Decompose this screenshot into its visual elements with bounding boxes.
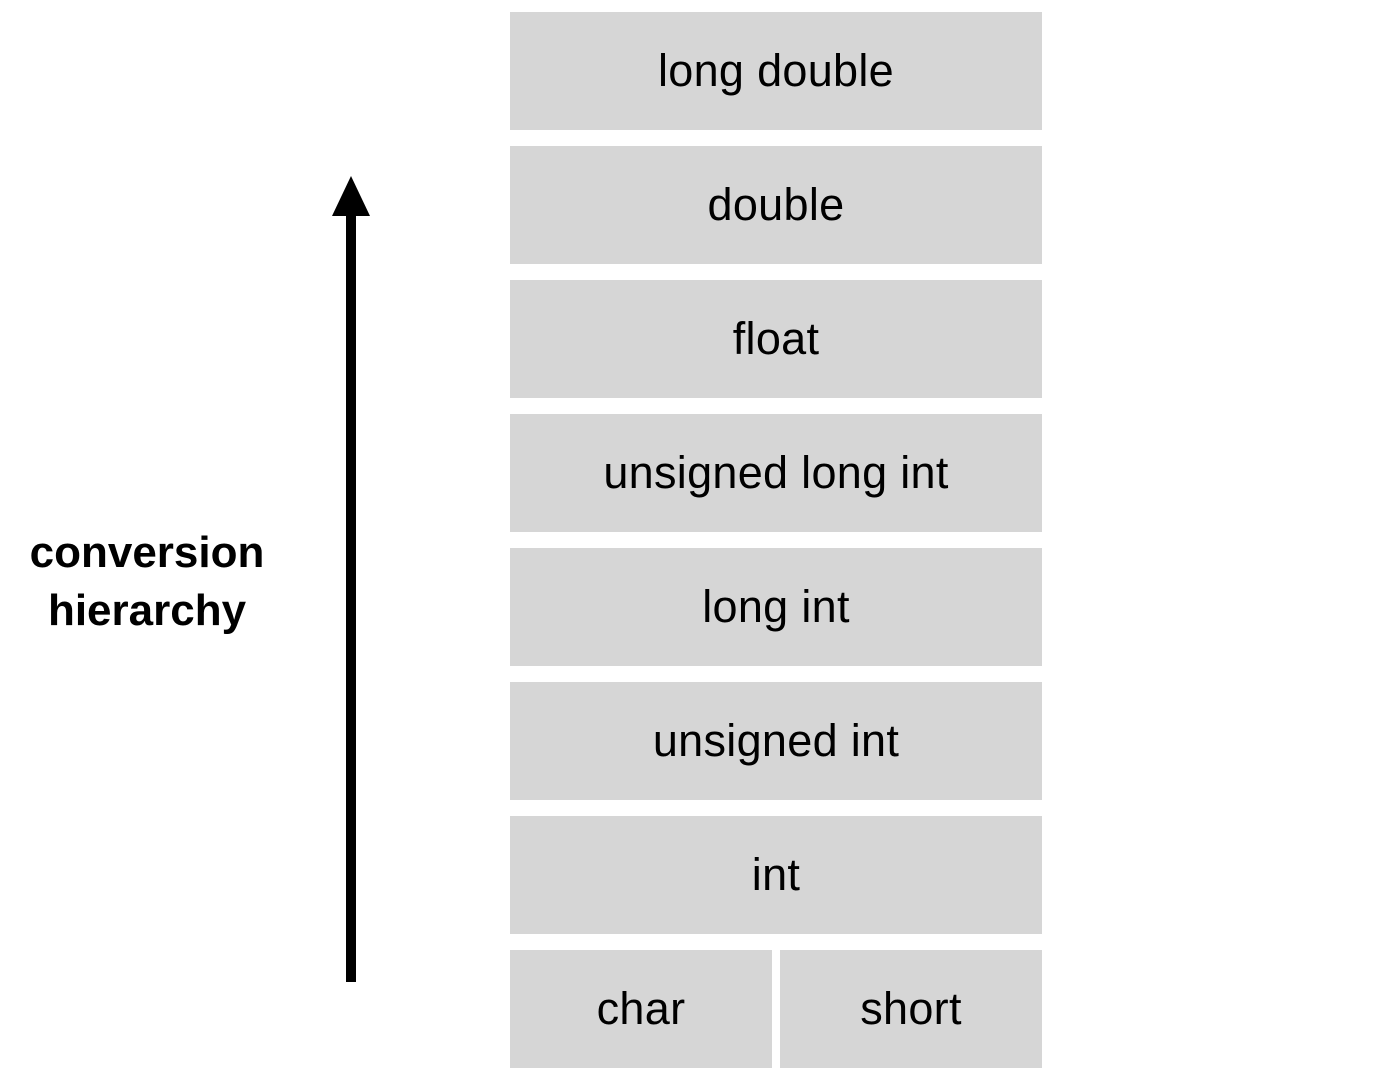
up-arrow-icon (332, 176, 370, 982)
type-box-float: float (510, 280, 1042, 398)
arrow-head (332, 176, 370, 216)
arrow-shaft (346, 214, 356, 982)
type-box-unsigned-int: unsigned int (510, 682, 1042, 800)
label-line-2: hierarchy (47, 586, 247, 635)
type-box-long-int: long int (510, 548, 1042, 666)
type-box-long-double: long double (510, 12, 1042, 130)
type-box-double: double (510, 146, 1042, 264)
type-box-unsigned-long-int: unsigned long int (510, 414, 1042, 532)
conversion-hierarchy-label: conversion hierarchy (0, 524, 294, 640)
type-box-short: short (780, 950, 1042, 1068)
label-line-1: conversion (29, 528, 265, 577)
type-box-int: int (510, 816, 1042, 934)
type-box-char: char (510, 950, 772, 1068)
